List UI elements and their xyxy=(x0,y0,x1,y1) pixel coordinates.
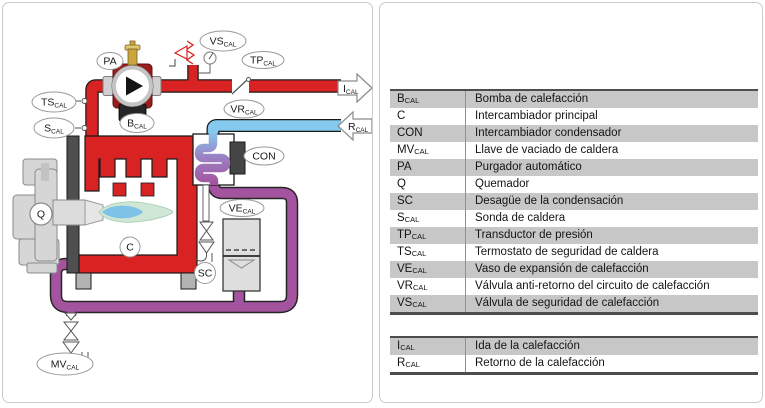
legend-symbol: I xyxy=(397,340,401,352)
legend-symbol: SC xyxy=(397,195,413,207)
label-sc: SC xyxy=(194,262,216,284)
legend-symbol: PA xyxy=(397,161,412,173)
legend-symbol: TS xyxy=(397,246,412,258)
legend-symbol: TP xyxy=(397,229,412,241)
condenser-box xyxy=(192,133,246,186)
svg-text:RCAL: RCAL xyxy=(348,121,369,134)
svg-text:TPCAL: TPCAL xyxy=(250,55,276,68)
legend-description: Llave de vaciado de caldera xyxy=(465,142,758,159)
legend-symbol: S xyxy=(397,212,405,224)
supply-arrow: ICAL xyxy=(337,72,372,104)
legend-row: SC Desagüe de la condensación xyxy=(390,193,758,210)
label-con: CON xyxy=(243,146,285,166)
legend-description: Bomba de calefacción xyxy=(465,91,758,108)
svg-text:C: C xyxy=(126,242,134,254)
legend-symbol: C xyxy=(397,110,406,122)
svg-text:ICAL: ICAL xyxy=(343,83,359,96)
legend-description: Sonda de caldera xyxy=(465,210,758,227)
legend-symbol: VE xyxy=(397,263,413,275)
legend-description: Válvula anti-retorno del circuito de cal… xyxy=(465,278,758,295)
label-ts: TSCAL xyxy=(31,91,77,113)
svg-text:VRCAL: VRCAL xyxy=(230,104,258,117)
svg-text:BCAL: BCAL xyxy=(127,118,147,131)
legend-description: Termostato de seguridad de caldera xyxy=(465,244,758,261)
air-vent-icon xyxy=(124,40,141,66)
expansion-vessel-icon xyxy=(222,218,261,292)
legend-symbol: Q xyxy=(397,178,406,190)
supply-pipe-red xyxy=(85,65,341,151)
legend-symbol: MV xyxy=(397,144,415,156)
legend-symbol: VR xyxy=(397,280,413,292)
legend-description: Intercambiador condensador xyxy=(465,125,758,142)
label-s: SCAL xyxy=(33,117,75,139)
legend-description: Vaso de expansión de calefacción xyxy=(465,261,758,278)
legend-row: Q Quemador xyxy=(390,176,758,193)
svg-text:TSCAL: TSCAL xyxy=(41,97,67,110)
legend-symbol: B xyxy=(397,93,405,105)
boiler-schematic: ICAL RCAL PA VSCAL TPCAL VRCAL TSCAL SCA… xyxy=(12,30,372,376)
legend-row: PA Purgador automático xyxy=(390,159,758,176)
label-ve: VECAL xyxy=(219,199,265,217)
label-vr: VRCAL xyxy=(223,99,265,119)
legend-description: Quemador xyxy=(465,176,758,193)
diagram-labels: PA VSCAL TPCAL VRCAL TSCAL SCAL BCAL CO xyxy=(29,30,285,376)
legend-symbol: VS xyxy=(397,297,413,309)
legend-description: Ida de la calefacción xyxy=(465,338,758,355)
condensate-drain-icon xyxy=(195,184,215,262)
legend-row: C Intercambiador principal xyxy=(390,108,758,125)
svg-text:SCAL: SCAL xyxy=(44,123,64,136)
legend-symbol: CON xyxy=(397,127,423,139)
svg-text:Q: Q xyxy=(37,209,45,221)
svg-text:CON: CON xyxy=(252,151,275,163)
sensor-connectors xyxy=(75,98,88,131)
boiler-foot-left xyxy=(75,272,92,290)
flame-icon xyxy=(98,201,174,223)
svg-text:SC: SC xyxy=(198,268,213,280)
condenser-coil xyxy=(194,133,231,185)
boiler-foot-right xyxy=(180,272,197,290)
safety-valve-icon xyxy=(169,40,196,67)
svg-text:PA: PA xyxy=(103,56,116,68)
condenser-block xyxy=(229,141,246,175)
boiler-diagram-panel: ICAL RCAL PA VSCAL TPCAL VRCAL TSCAL SCA… xyxy=(2,2,373,403)
heat-exchanger-red-body xyxy=(78,135,198,274)
legend-symbol: R xyxy=(397,357,406,369)
label-vs: VSCAL xyxy=(199,30,247,52)
legend-description: Desagüe de la condensación xyxy=(465,193,758,210)
svg-text:VSCAL: VSCAL xyxy=(210,36,237,49)
svg-text:VECAL: VECAL xyxy=(229,203,256,216)
legend-description: Transductor de presión xyxy=(465,227,758,244)
legend-description: Intercambiador principal xyxy=(465,108,758,125)
burner-nozzle xyxy=(52,199,86,226)
svg-text:MVCAL: MVCAL xyxy=(51,359,80,372)
return-arrow: RCAL xyxy=(337,110,372,142)
legend-description: Válvula de seguridad de calefacción xyxy=(465,295,758,312)
label-tp: TPCAL xyxy=(241,51,285,69)
label-c: C xyxy=(119,236,141,258)
pressure-gauge-icon xyxy=(199,51,217,74)
legend-row: CON Intercambiador condensador xyxy=(390,125,758,142)
legend-description: Purgador automático xyxy=(465,159,758,176)
label-q: Q xyxy=(29,202,53,226)
return-inlet-pipe-blue xyxy=(206,119,341,139)
label-b: BCAL xyxy=(119,113,155,133)
legend-description: Retorno de la calefacción xyxy=(465,355,758,372)
label-pa: PA xyxy=(96,52,124,70)
check-valve-icon xyxy=(231,77,251,95)
label-mv: MVCAL xyxy=(36,352,94,376)
